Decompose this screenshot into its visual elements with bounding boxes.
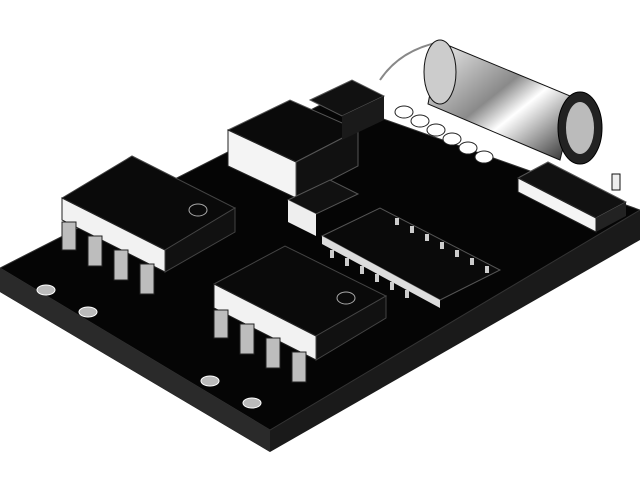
slide-switch bbox=[516, 161, 628, 233]
ic-chip-right bbox=[212, 245, 388, 383]
solder-pads bbox=[36, 284, 262, 409]
microcontroller-chip bbox=[320, 207, 502, 308]
electrolytic-capacitor bbox=[379, 39, 603, 165]
ic-chip-left bbox=[60, 155, 237, 295]
small-component bbox=[286, 179, 360, 236]
connector-block bbox=[308, 79, 386, 140]
voltage-regulator bbox=[226, 99, 360, 199]
header-pins bbox=[394, 105, 494, 164]
